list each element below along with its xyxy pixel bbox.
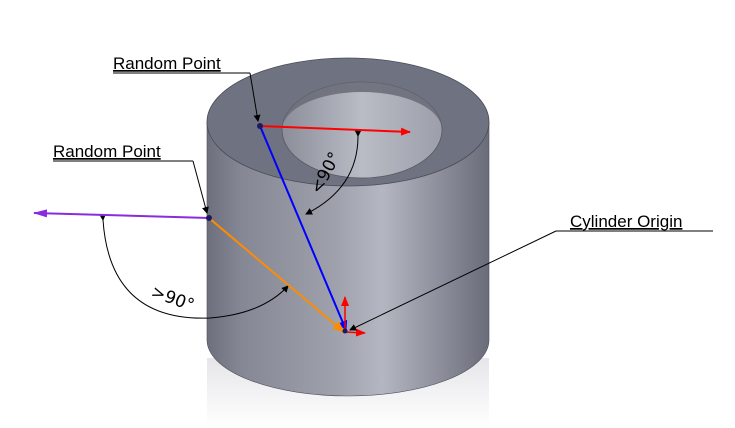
callout-cylinder-origin: Cylinder Origin <box>570 212 682 231</box>
leader-random-point-top-pointer <box>249 72 261 122</box>
cylinder-origin-marker <box>342 328 348 334</box>
red-vector-top <box>259 125 411 136</box>
random-point-top-marker <box>257 123 263 129</box>
cylinder-body <box>206 121 490 397</box>
bore-shadow <box>282 82 442 130</box>
angle-arc-gt-90 <box>99 213 289 319</box>
callout-random-point-left: Random Point <box>53 142 161 161</box>
angle-arc-lt-90 <box>305 129 362 215</box>
origin-red-x-axis <box>343 328 366 337</box>
leader-cylinder-origin-pointer <box>349 230 557 331</box>
blue-vector <box>259 125 348 331</box>
leader-random-point-left-pointer <box>192 160 209 214</box>
random-point-left-marker <box>206 215 212 221</box>
orange-vector <box>208 217 345 333</box>
angle-label-gt-90: >90° <box>148 282 197 316</box>
purple-vector <box>33 209 210 219</box>
callout-random-point-top: Random Point <box>113 54 221 73</box>
